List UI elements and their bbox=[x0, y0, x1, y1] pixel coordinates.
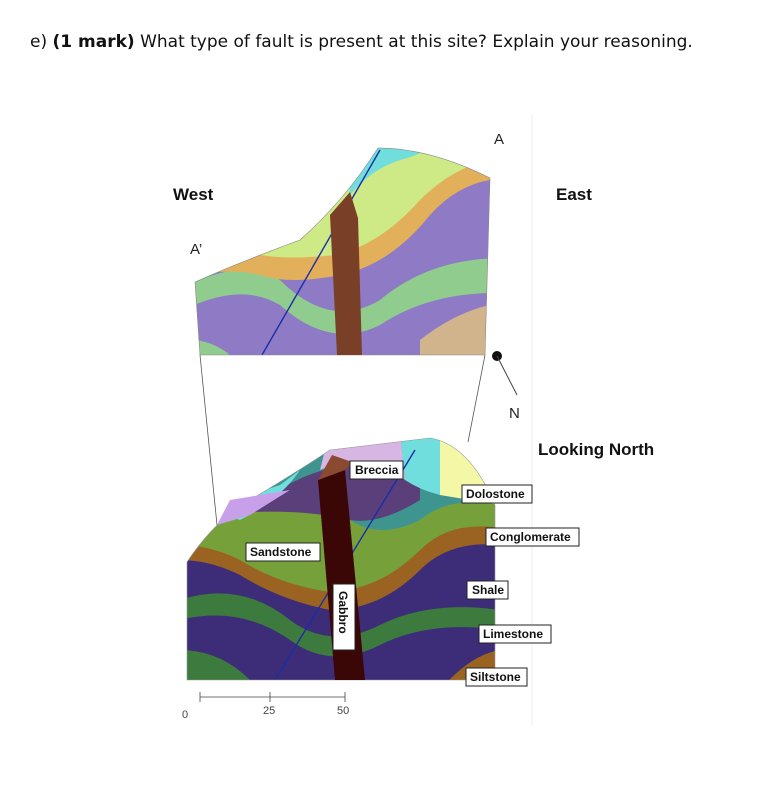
svg-text:Breccia: Breccia bbox=[355, 463, 399, 477]
scale-tick-0: 0 bbox=[182, 709, 188, 721]
question-prefix: e) bbox=[30, 32, 53, 52]
connector-line-right bbox=[467, 354, 486, 443]
rock-label-limestone: Limestone bbox=[478, 624, 552, 644]
rock-label-shale: Shale bbox=[466, 580, 509, 600]
block-top-left-face bbox=[217, 490, 290, 525]
svg-text:Dolostone: Dolostone bbox=[466, 487, 525, 501]
gabbro-dike-front-top bbox=[318, 455, 352, 480]
rock-label-gabbro: Gabbro bbox=[332, 583, 356, 651]
label-north: N bbox=[509, 405, 520, 422]
rock-label-siltstone: Siltstone bbox=[465, 667, 528, 687]
svg-text:Gabbro: Gabbro bbox=[336, 591, 350, 634]
gabbro-dike-top bbox=[330, 192, 362, 355]
label-east: East bbox=[556, 185, 592, 204]
svg-text:Shale: Shale bbox=[472, 583, 504, 597]
top-section-outline bbox=[194, 147, 491, 356]
rock-label-conglomerate: Conglomerate bbox=[485, 527, 580, 547]
question-body: What type of fault is present at this si… bbox=[134, 32, 693, 52]
rock-label-sandstone: Sandstone bbox=[245, 542, 321, 562]
rock-label-dolostone: Dolostone bbox=[461, 484, 533, 504]
label-west: West bbox=[173, 185, 214, 204]
scale-tick-25: 25 bbox=[263, 705, 275, 717]
connector-line-left bbox=[199, 354, 218, 526]
scale-tick-50: 50 bbox=[337, 705, 349, 717]
label-a-prime: A’ bbox=[190, 241, 202, 258]
scale-bar: 0 25 50 bbox=[182, 692, 349, 721]
north-arrow-icon: N bbox=[492, 351, 520, 422]
svg-text:Sandstone: Sandstone bbox=[250, 545, 312, 559]
question-marks: (1 mark) bbox=[52, 32, 135, 52]
svg-text:Siltstone: Siltstone bbox=[470, 670, 521, 684]
question-text: e) (1 mark) What type of fault is presen… bbox=[30, 32, 693, 52]
rock-label-breccia: Breccia bbox=[349, 460, 404, 480]
svg-text:Conglomerate: Conglomerate bbox=[490, 530, 571, 544]
label-a: A bbox=[494, 131, 504, 148]
svg-text:Limestone: Limestone bbox=[483, 627, 543, 641]
label-looking-north: Looking North bbox=[538, 440, 654, 459]
